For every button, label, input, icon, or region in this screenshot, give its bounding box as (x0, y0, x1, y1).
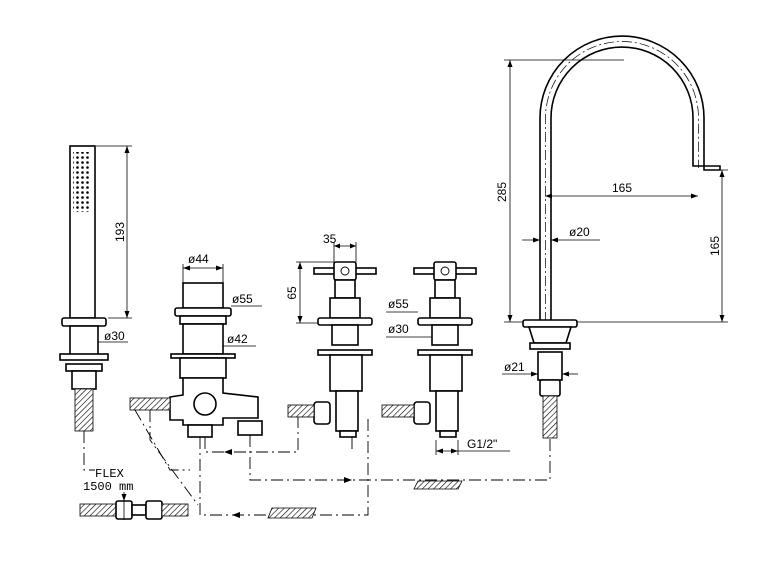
thread-size-label: G1/2" (467, 437, 497, 451)
hand-shower-holder-top (61, 317, 107, 327)
valve-left-flange (317, 317, 373, 326)
flex-hose-right (161, 503, 189, 517)
cross-handle-valve-left: 35 65 (285, 232, 377, 438)
diverter-valve: ø44 ø55 ø42 (129, 252, 263, 438)
supply-hose-hot (267, 507, 317, 519)
valve-right-handle-hub (433, 261, 457, 281)
hand-shower-nut (65, 363, 103, 372)
valve-left-bonnet (329, 297, 361, 319)
valve-right-collar (431, 324, 459, 346)
valve-right-inlet-nut (413, 401, 431, 425)
diverter-port (193, 392, 217, 416)
flex-nut-right (145, 500, 163, 520)
valve-right-body (429, 354, 463, 392)
flex-length-label: 1500 mm (83, 480, 133, 494)
diverter-top-dia-label: ø44 (188, 252, 209, 266)
shower-spray-holes (73, 152, 91, 212)
valve-left-stem (334, 279, 356, 299)
hand-shower-shank (71, 370, 97, 390)
spout: 285 165 165 ø20 ø21 (495, 35, 728, 439)
valve-left-shank (335, 390, 359, 432)
valve-left-handle-hub (333, 261, 357, 281)
diverter-outlet-left (187, 424, 213, 438)
valve-right-hose (381, 404, 415, 418)
flow-arrow (232, 512, 240, 518)
spout-base-flange (522, 319, 578, 328)
handle-height-label: 65 (285, 286, 299, 300)
flex-hose: FLEX 1500 mm (79, 467, 189, 520)
supply-hose-cold (413, 480, 463, 490)
handshower-base-dia-label: ø30 (104, 329, 125, 343)
valve-left-hose (287, 404, 315, 418)
connection-lines (83, 409, 551, 519)
valve-body-dia-label: ø30 (388, 322, 409, 336)
valve-left-body (329, 354, 363, 392)
hand-shower-hose (74, 388, 94, 432)
valve-left-outlet (339, 430, 357, 438)
valve-right-bonnet (429, 297, 461, 319)
diverter-inlet-hose (129, 397, 171, 411)
hand-shower-deck-flange (59, 353, 109, 361)
spout-outlet-height-label: 165 (708, 236, 722, 256)
diverter-knob (182, 282, 224, 309)
spout-gooseneck (539, 35, 721, 323)
valve-left-collar (331, 324, 359, 346)
diverter-outlet-right (237, 420, 263, 436)
diverter-collar (179, 315, 227, 325)
diverter-body-upper (182, 323, 224, 355)
spout-deck-plate (529, 342, 571, 350)
cross-handle-valve-right: ø55 ø30 G1/2" (381, 261, 510, 455)
hand-shower: 193 ø30 (59, 145, 132, 432)
spout-base-dia-label: ø21 (504, 360, 525, 374)
diverter-body-dia-label: ø42 (227, 332, 248, 346)
diverter-nut (179, 357, 227, 379)
valve-right-stem (434, 279, 456, 299)
handle-width-label: 35 (323, 232, 337, 246)
spout-height-label: 285 (495, 182, 509, 202)
valve-flange-dia-label: ø55 (388, 297, 409, 311)
valve-right-outlet (439, 430, 457, 438)
hand-shower-holder-body (69, 325, 99, 357)
diverter-flange (174, 307, 232, 317)
flex-label: FLEX (95, 467, 124, 481)
valve-right-flange (417, 317, 473, 326)
flex-hose-left (79, 503, 117, 517)
flow-arrow (224, 449, 232, 455)
diverter-flange-dia-label: ø55 (232, 292, 253, 306)
spout-reach-label: 165 (612, 181, 632, 195)
flow-arrow (344, 477, 352, 483)
spout-nut (539, 379, 561, 397)
handshower-height-label: 193 (113, 222, 127, 242)
spout-hose (542, 395, 558, 439)
spout-base-cone (527, 326, 573, 344)
valve-left-inlet-nut (313, 401, 331, 425)
valve-right-shank (435, 390, 459, 432)
spout-shank (537, 351, 563, 381)
spout-dia-label: ø20 (569, 225, 590, 239)
flex-coupling (131, 504, 147, 516)
